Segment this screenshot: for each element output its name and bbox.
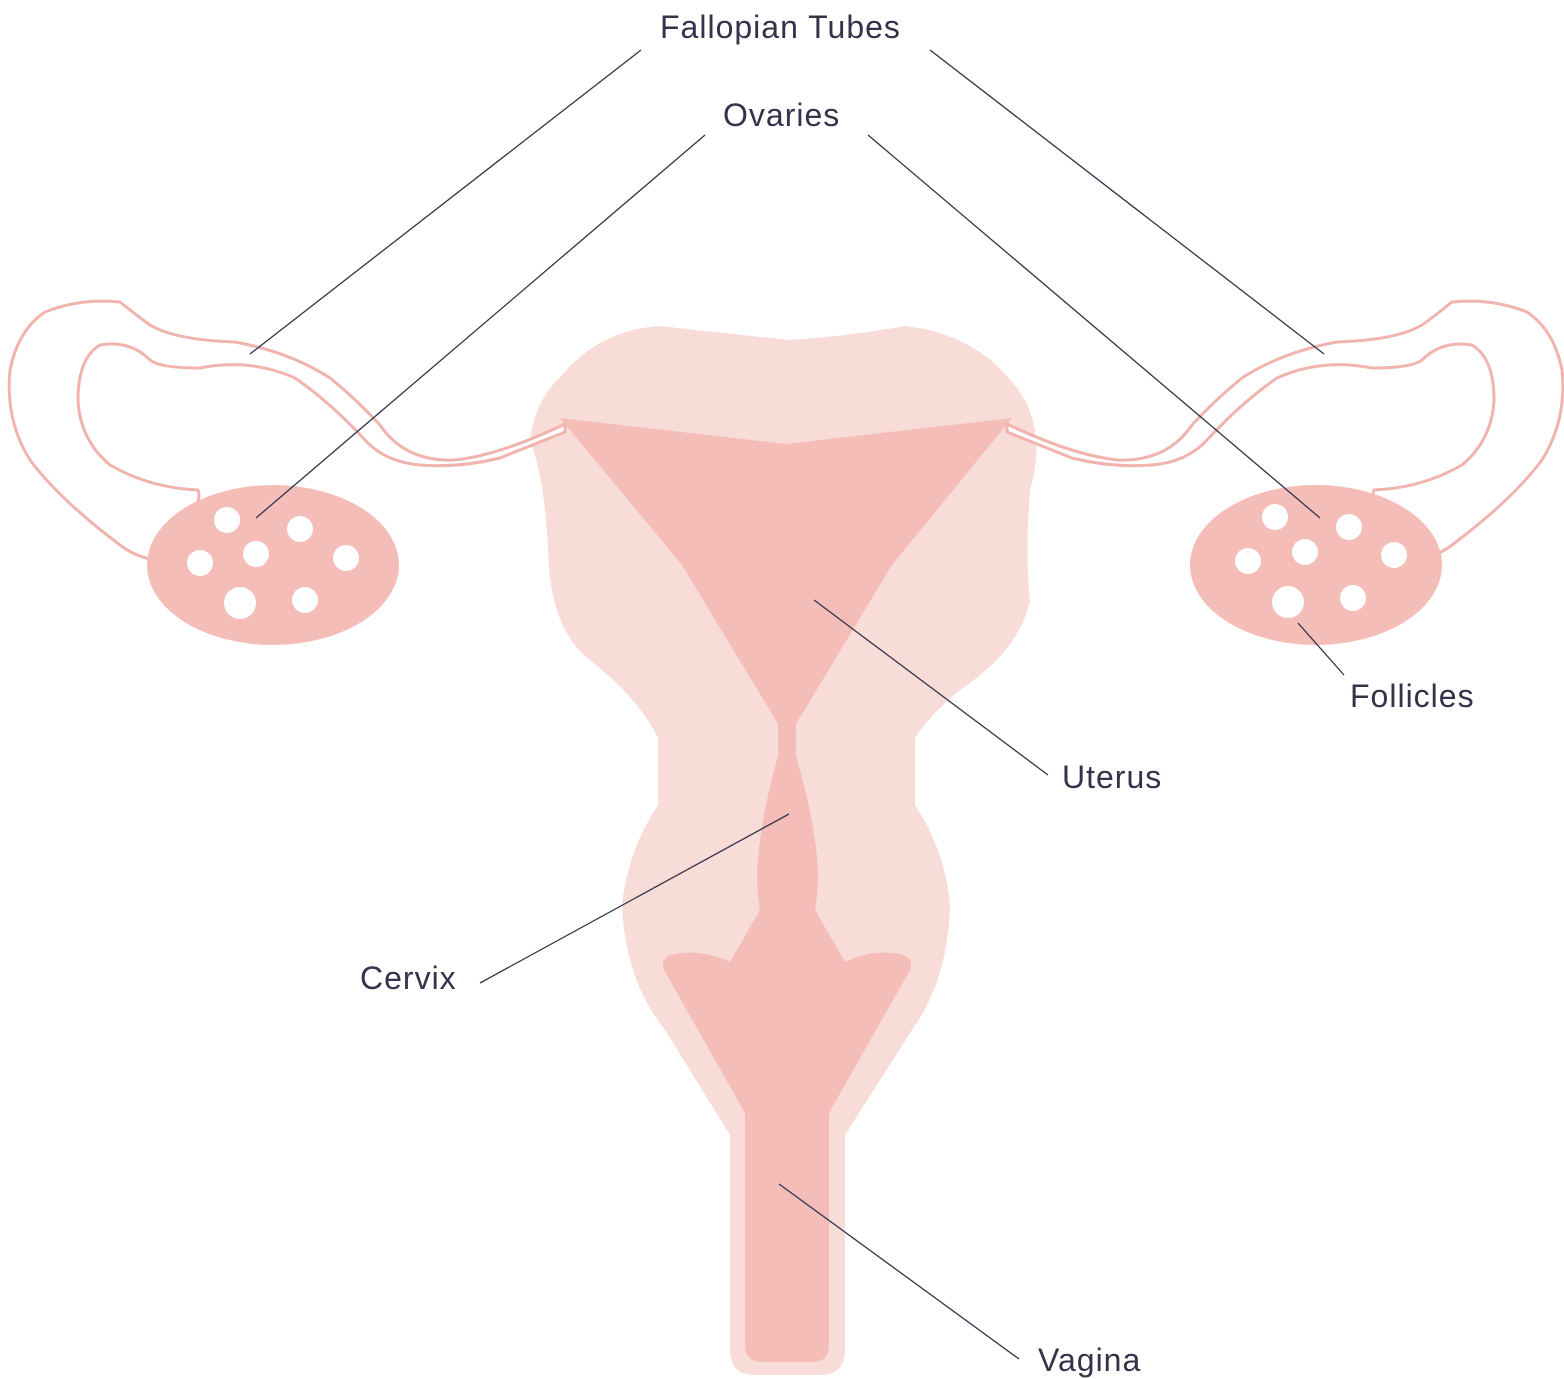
follicle	[1235, 548, 1261, 574]
right-ovary	[1190, 485, 1442, 645]
follicle	[292, 587, 318, 613]
leader-line-fallopian-right	[930, 50, 1324, 354]
follicle	[1262, 504, 1288, 530]
follicle	[187, 550, 213, 576]
follicle	[1292, 539, 1318, 565]
follicle	[1336, 514, 1362, 540]
follicle	[214, 507, 240, 533]
follicle	[333, 545, 359, 571]
follicle	[224, 587, 256, 619]
label-cervix: Cervix	[360, 962, 457, 994]
label-uterus: Uterus	[1062, 761, 1162, 793]
label-vagina: Vagina	[1038, 1344, 1141, 1376]
leader-line-fallopian-left	[250, 50, 641, 354]
label-ovaries: Ovaries	[723, 99, 840, 131]
follicle	[287, 516, 313, 542]
follicle	[1272, 586, 1304, 618]
follicle	[243, 541, 269, 567]
left-ovary	[147, 485, 399, 645]
label-fallopian-tubes: Fallopian Tubes	[660, 11, 901, 43]
follicle	[1381, 542, 1407, 568]
follicle	[1340, 585, 1366, 611]
label-follicles: Follicles	[1350, 680, 1475, 712]
